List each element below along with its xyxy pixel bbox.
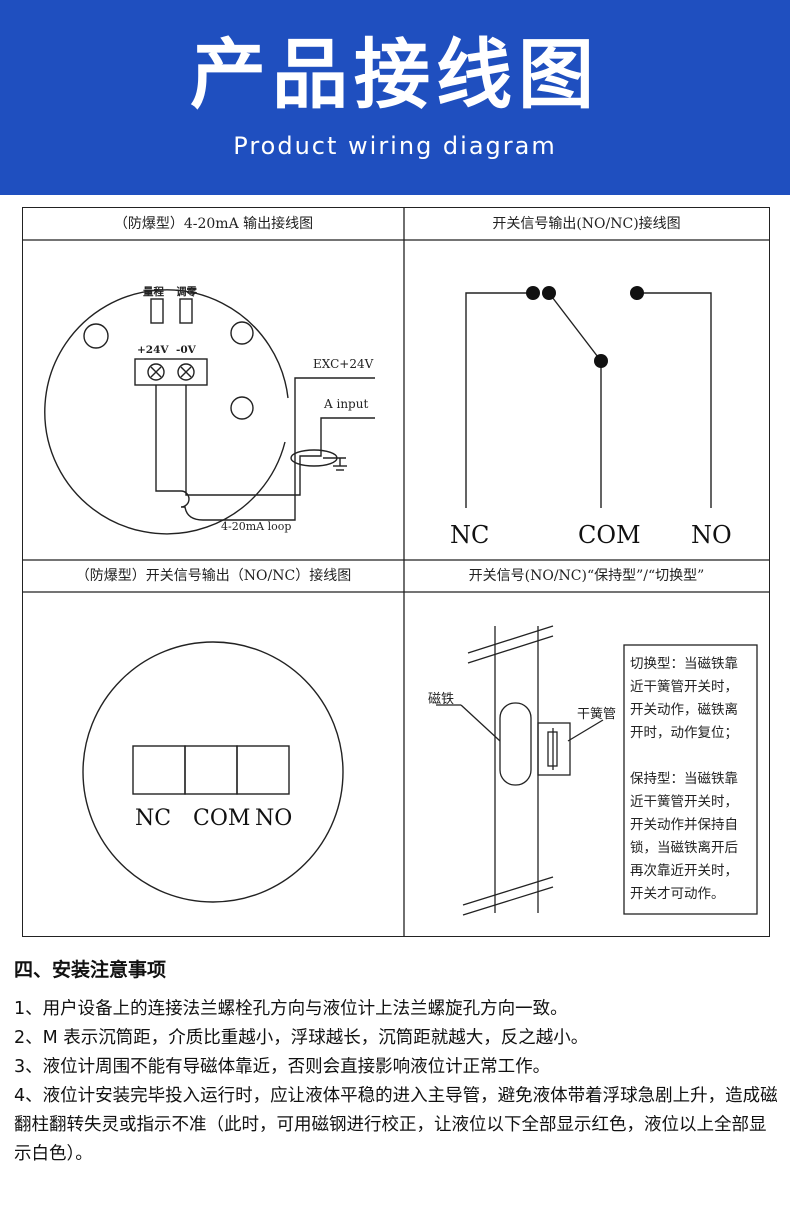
nc-terminal-label: NC xyxy=(450,521,489,549)
negative-terminal-label: -0V xyxy=(176,344,197,356)
mount-hole-left xyxy=(83,323,109,349)
note-line: 近干簧管开关时， xyxy=(630,794,738,810)
wiring-diagrams: 量程 调零 +24V -0V EXC+24V A input 4-20mA lo… xyxy=(23,208,769,936)
wiring-diagram-grid: （防爆型）4-20mA 输出接线图 开关信号输出(NO/NC)接线图 （防爆型）… xyxy=(22,207,770,937)
note-line: 开关才可动作。 xyxy=(630,886,725,902)
magnet-label: 磁铁 xyxy=(428,692,454,707)
terminal-block xyxy=(134,358,208,386)
header-banner: 产品接线图 Product wiring diagram xyxy=(0,0,790,195)
nc-terminal-box xyxy=(132,745,186,795)
reed-label: 干簧管 xyxy=(577,706,616,722)
loop-wire-negative xyxy=(185,385,375,496)
positive-terminal-label: +24V xyxy=(137,344,169,356)
range-potentiometer xyxy=(150,298,164,324)
exc-label: EXC+24V xyxy=(313,357,374,371)
panel-2-title: 开关信号输出(NO/NC)接线图 xyxy=(492,216,681,232)
note-line: 切换型：当磁铁靠 xyxy=(630,656,738,672)
note-item: 4、液位计安装完毕投入运行时，应让液体平稳的进入主导管，避免液体带着浮球急剧上升… xyxy=(14,1086,778,1164)
mount-hole-bottom xyxy=(230,396,254,420)
no-terminal-label-2: NO xyxy=(255,806,292,831)
panel-4-title: 开关信号(NO/NC)“保持型”/“切换型” xyxy=(468,568,705,584)
panel-3-title: （防爆型）开关信号输出（NO/NC）接线图 xyxy=(75,568,352,584)
note-box xyxy=(623,644,758,915)
no-terminal-box xyxy=(236,745,290,795)
note-line: 保持型：当磁铁靠 xyxy=(630,771,738,787)
range-label: 量程 xyxy=(143,285,164,298)
terminal-positive xyxy=(147,363,165,381)
mount-hole-right xyxy=(230,321,254,345)
note-item: 3、液位计周围不能有导磁体靠近，否则会直接影响液位计正常工作。 xyxy=(14,1057,551,1077)
note-line: 再次靠近开关时， xyxy=(630,863,738,879)
magnet xyxy=(499,702,532,786)
zero-potentiometer xyxy=(179,298,193,324)
nc-wire xyxy=(465,292,531,508)
note-line: 开关动作，磁铁离 xyxy=(630,701,738,718)
exc-wire xyxy=(294,377,375,438)
note-item: 2、M 表示沉筒距，介质比重越小，浮球越长，沉筒距就越大，反之越小。 xyxy=(14,1028,589,1048)
panel-2-diagram xyxy=(465,292,712,508)
panel-2-contacts xyxy=(526,286,644,368)
notes-heading: 四、安装注意事项 xyxy=(14,959,167,981)
page-title: 产品接线图 xyxy=(190,30,600,119)
loop-label: 4-20mA loop xyxy=(221,520,291,533)
panel-1-title: （防爆型）4-20mA 输出接线图 xyxy=(113,216,314,232)
com-terminal-box xyxy=(184,745,238,795)
switch-blade xyxy=(548,292,602,362)
no-wire xyxy=(637,292,712,508)
reed-switch-housing xyxy=(537,722,571,776)
panel-3-diagram xyxy=(82,641,344,903)
page-subtitle: Product wiring diagram xyxy=(233,132,557,160)
input-label: A input xyxy=(323,397,368,411)
note-line: 开关动作并保持自 xyxy=(630,817,738,833)
note-line: 近干簧管开关时， xyxy=(630,679,738,695)
explosion-proof-housing xyxy=(82,641,344,903)
com-terminal-label-2: COM xyxy=(193,806,250,831)
note-line: 锁，当磁铁离开后 xyxy=(630,839,738,856)
note-line: 开时，动作复位； xyxy=(630,724,738,741)
terminal-negative xyxy=(177,363,195,381)
zero-label: 调零 xyxy=(176,285,197,298)
panel-1-diagram xyxy=(44,289,375,535)
grid-lines xyxy=(23,208,769,936)
no-terminal-label: NO xyxy=(691,521,732,549)
installation-notes: 四、安装注意事项 1、用户设备上的连接法兰螺栓孔方向与液位计上法兰螺旋孔方向一致… xyxy=(14,955,780,1169)
transmitter-housing xyxy=(44,289,289,535)
nc-terminal-label-2: NC xyxy=(135,806,171,831)
loop-wire-positive xyxy=(155,385,296,521)
com-terminal-label: COM xyxy=(578,521,641,549)
note-item: 1、用户设备上的连接法兰螺栓孔方向与液位计上法兰螺旋孔方向一致。 xyxy=(14,999,568,1019)
panel-4-diagram xyxy=(436,625,758,916)
